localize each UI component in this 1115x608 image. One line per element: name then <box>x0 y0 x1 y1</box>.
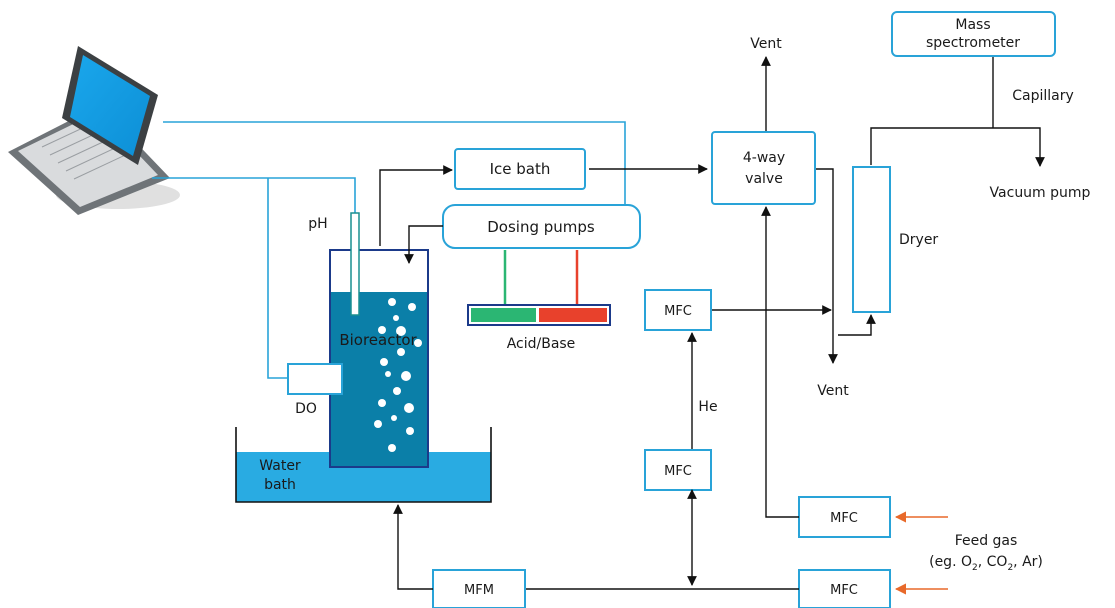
laptop-icon <box>8 46 180 215</box>
dryer-label: Dryer <box>899 232 938 248</box>
bioreactor-label: Bioreactor <box>339 331 417 349</box>
mfc-feed-upper-label: MFC <box>830 511 858 526</box>
vent-top-label: Vent <box>750 36 782 52</box>
bioreactor: Bioreactor <box>329 249 429 468</box>
gas-bubbles <box>374 298 422 452</box>
he-label: He <box>698 399 717 415</box>
do-probe: DO <box>287 363 343 417</box>
water-bath-label-1: Water <box>259 458 301 474</box>
ph-probe: pH <box>308 212 360 316</box>
acid-base-label: Acid/Base <box>507 336 576 352</box>
acid-base-reservoirs: Acid/Base <box>467 250 611 352</box>
capillary-label: Capillary <box>1012 88 1074 104</box>
dosing-pumps: Dosing pumps <box>442 204 641 249</box>
feed-gas-label-1: Feed gas <box>955 533 1018 549</box>
four-way-valve: 4-way valve <box>711 131 816 205</box>
four-way-valve-label-1: 4-way <box>743 150 785 166</box>
mfc-feed-upper: MFC <box>798 496 891 538</box>
mfm: MFM <box>432 569 526 608</box>
four-way-valve-label-2: valve <box>745 171 783 187</box>
dosing-pumps-label: Dosing pumps <box>487 218 595 236</box>
dryer: Dryer <box>852 166 938 313</box>
vent-bottom-label: Vent <box>817 383 849 399</box>
water-bath-label-2: bath <box>264 477 296 493</box>
mfc-middle: MFC <box>644 449 712 491</box>
ph-label: pH <box>308 216 327 232</box>
vacuum-pump-label: Vacuum pump <box>990 185 1091 201</box>
mass-spectrometer: Mass spectrometer <box>891 11 1056 57</box>
mass-spectrometer-label-1: Mass <box>955 17 990 33</box>
feed-gas-label-2: (eg. O2, CO2, Ar) <box>929 554 1043 573</box>
mfm-label: MFM <box>464 583 494 598</box>
mass-spectrometer-label-2: spectrometer <box>926 35 1020 51</box>
mfc-top-label: MFC <box>664 304 692 319</box>
mfc-middle-label: MFC <box>664 464 692 479</box>
ice-bath: Ice bath <box>454 148 586 190</box>
ice-bath-label: Ice bath <box>490 160 551 178</box>
feed-gas-label: Feed gas (eg. O2, CO2, Ar) <box>929 533 1043 573</box>
mfc-feed-lower: MFC <box>798 569 891 608</box>
do-label: DO <box>295 401 317 417</box>
mfc-feed-lower-label: MFC <box>830 583 858 598</box>
mfc-top: MFC <box>644 289 712 331</box>
signal-wires <box>152 121 626 379</box>
